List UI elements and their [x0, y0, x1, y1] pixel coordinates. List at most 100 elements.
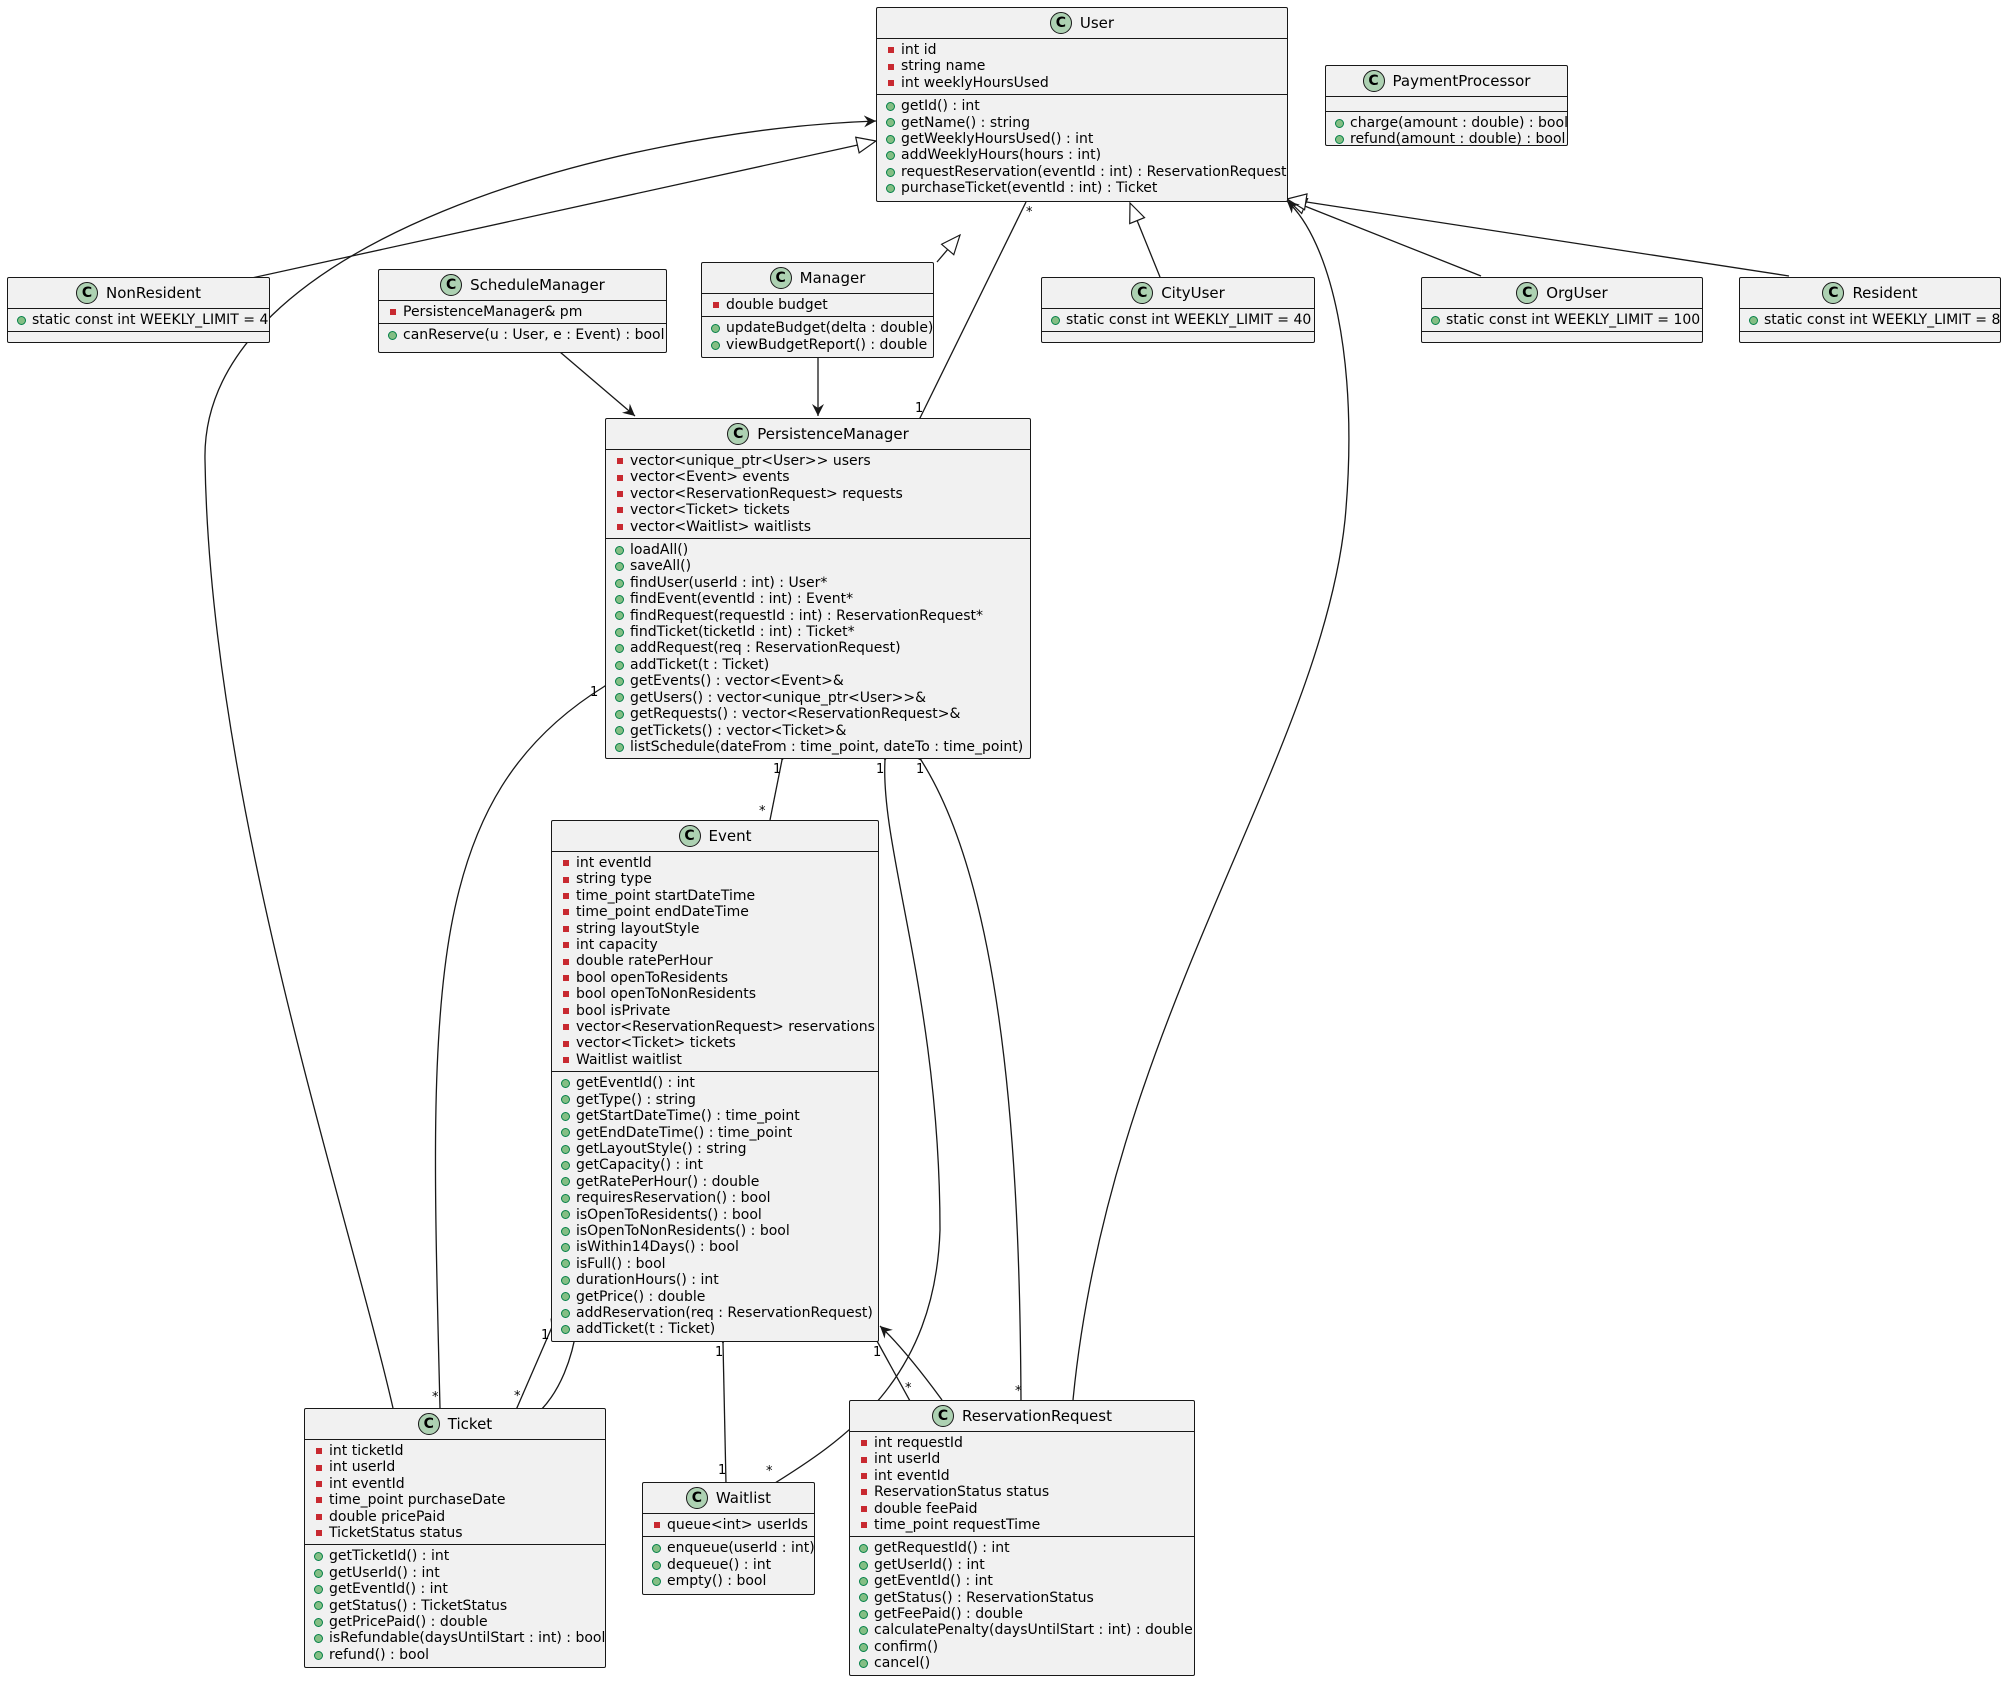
- class-attribute: static const int WEEKLY_LIMIT = 4: [16, 312, 268, 328]
- private-visibility-icon: [858, 1506, 869, 1512]
- method-text: saveAll(): [630, 558, 692, 575]
- class-attribute: int id: [885, 42, 1279, 58]
- class-method: findEvent(eventId : int) : Event*: [614, 591, 1022, 607]
- mult-user-pm-star: *: [1026, 205, 1033, 220]
- public-visibility-icon: [885, 135, 896, 144]
- attribute-text: bool openToResidents: [576, 969, 729, 986]
- class-method: addWeeklyHours(hours : int): [885, 147, 1279, 163]
- class-attribute: int eventId: [858, 1468, 1186, 1484]
- public-visibility-icon: [858, 1544, 869, 1553]
- method-text: dequeue() : int: [667, 1556, 772, 1573]
- class-attribute: int eventId: [313, 1476, 597, 1492]
- attribute-text: int capacity: [576, 937, 658, 954]
- public-visibility-icon: [313, 1569, 324, 1578]
- class-methods-section: [1422, 332, 1702, 346]
- attribute-text: static const int WEEKLY_LIMIT = 100: [1446, 312, 1701, 328]
- class-method: getRequests() : vector<ReservationReques…: [614, 706, 1022, 722]
- manager-inherits-user: [936, 233, 962, 263]
- method-text: getLayoutStyle() : string: [576, 1140, 747, 1157]
- class-method: getCapacity() : int: [560, 1157, 870, 1173]
- class-method: getStatus() : ReservationStatus: [858, 1590, 1186, 1606]
- method-text: refund() : bool: [329, 1646, 430, 1663]
- mult-pm-ticket-one: 1: [590, 685, 599, 700]
- method-text: getUserId() : int: [329, 1564, 440, 1581]
- class-method: getEventId() : int: [858, 1573, 1186, 1589]
- class-type-icon: C: [1822, 282, 1845, 304]
- method-text: addTicket(t : Ticket): [576, 1321, 716, 1338]
- class-method: getUserId() : int: [313, 1565, 597, 1581]
- public-visibility-icon: [651, 1544, 662, 1553]
- class-attribute: PersistenceManager& pm: [387, 304, 658, 320]
- class-methods-section: [1740, 332, 2000, 346]
- private-visibility-icon: [560, 926, 571, 932]
- class-attribute: queue<int> userIds: [651, 1517, 808, 1533]
- public-visibility-icon: [1748, 316, 1759, 325]
- attribute-text: Waitlist waitlist: [576, 1051, 682, 1068]
- class-name: PaymentProcessor: [1392, 72, 1531, 90]
- class-methods-section: [8, 332, 269, 346]
- public-visibility-icon: [885, 151, 896, 160]
- mult-event-request-one: 1: [873, 1345, 882, 1360]
- public-visibility-icon: [858, 1561, 869, 1570]
- attribute-text: int eventId: [576, 855, 652, 871]
- class-method: calculatePenalty(daysUntilStart : int) :…: [858, 1622, 1193, 1638]
- private-visibility-icon: [313, 1497, 324, 1503]
- attribute-text: int weeklyHoursUsed: [901, 74, 1049, 91]
- method-text: charge(amount : double) : bool: [1350, 115, 1568, 131]
- class-method: dequeue() : int: [651, 1557, 806, 1573]
- public-visibility-icon: [560, 1292, 571, 1301]
- private-visibility-icon: [560, 909, 571, 915]
- mult-pm-request-star: *: [1015, 1384, 1022, 1399]
- class-method: getUserId() : int: [858, 1557, 1186, 1573]
- class-method: findRequest(requestId : int) : Reservati…: [614, 608, 1022, 624]
- pm-ticket-aggregation: [434, 686, 605, 1409]
- class-method: loadAll(): [614, 542, 1022, 558]
- class-attributes-section: double budget: [702, 294, 933, 318]
- class-method: durationHours() : int: [560, 1272, 870, 1288]
- class-attribute: static const int WEEKLY_LIMIT = 100: [1430, 312, 1700, 328]
- method-text: viewBudgetReport() : double: [726, 336, 928, 353]
- public-visibility-icon: [858, 1610, 869, 1619]
- private-visibility-icon: [710, 302, 721, 308]
- class-attribute: static const int WEEKLY_LIMIT = 8: [1748, 312, 2000, 328]
- private-visibility-icon: [560, 1041, 571, 1047]
- private-visibility-icon: [885, 80, 896, 86]
- public-visibility-icon: [16, 316, 27, 325]
- class-method: viewBudgetReport() : double: [710, 336, 928, 353]
- public-visibility-icon: [560, 1227, 571, 1236]
- public-visibility-icon: [560, 1095, 571, 1104]
- mult-event-request-star: *: [905, 1381, 912, 1396]
- public-visibility-icon: [1334, 119, 1345, 128]
- class-attribute: string layoutStyle: [560, 921, 870, 937]
- method-text: getTickets() : vector<Ticket>&: [630, 722, 847, 739]
- attribute-text: static const int WEEKLY_LIMIT = 4: [32, 312, 269, 328]
- class-attribute: vector<Event> events: [614, 469, 1022, 485]
- public-visibility-icon: [313, 1651, 324, 1660]
- class-type-icon: C: [769, 267, 792, 289]
- attribute-text: vector<Event> events: [630, 469, 790, 486]
- public-visibility-icon: [560, 1259, 571, 1268]
- class-name: PersistenceManager: [757, 425, 909, 443]
- class-method: getEventId() : int: [313, 1581, 597, 1597]
- attribute-text: int id: [901, 42, 937, 58]
- class-attribute: double pricePaid: [313, 1509, 597, 1525]
- class-methods-section: [1042, 332, 1314, 346]
- class-method: getPricePaid() : double: [313, 1614, 597, 1630]
